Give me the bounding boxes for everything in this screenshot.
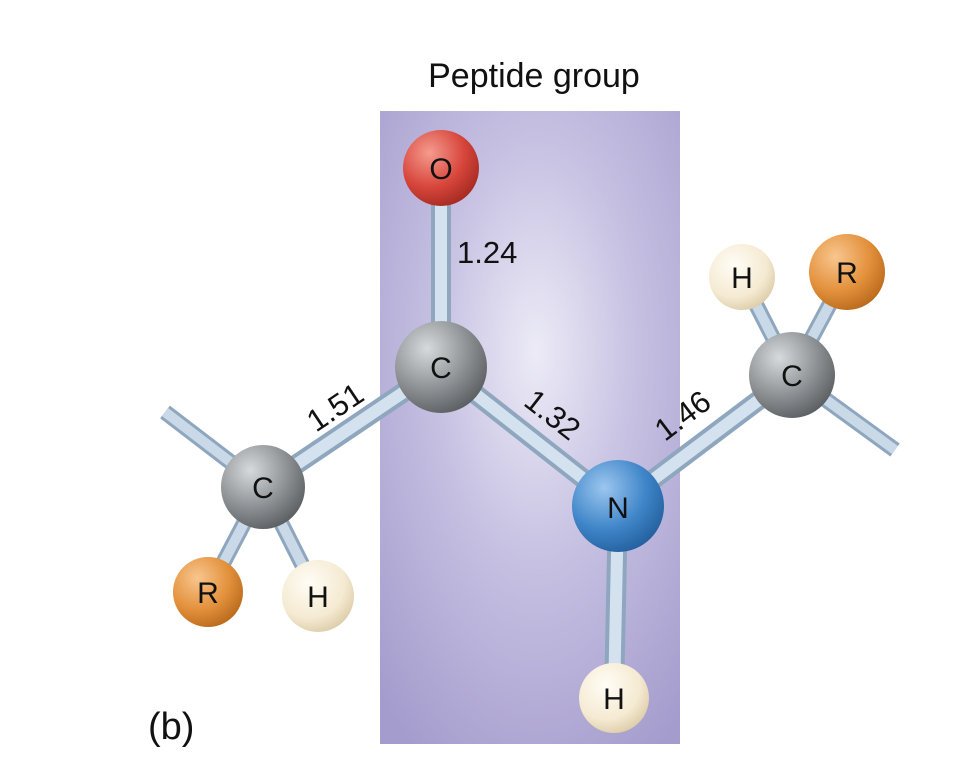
- atom-hydrogen-left: H: [282, 560, 354, 632]
- atom-carbonyl-carbon: C: [395, 321, 487, 413]
- atom-carbonyl-carbon-label: C: [430, 352, 452, 385]
- atom-left-alpha-carbon: C: [221, 445, 305, 529]
- panel-label: (b): [148, 706, 194, 748]
- atom-nitrogen: N: [572, 460, 664, 552]
- atom-r-group-left: R: [173, 557, 243, 627]
- atom-hydrogen-left-label: H: [307, 581, 329, 614]
- atom-left-alpha-carbon-label: C: [252, 472, 274, 505]
- atom-oxygen: O: [403, 130, 479, 206]
- atom-right-alpha-carbon-label: C: [781, 360, 803, 393]
- atom-r-group-left-label: R: [197, 577, 219, 610]
- atom-r-group-right: R: [809, 234, 885, 310]
- bond-length-c-o: 1.24: [457, 235, 517, 270]
- atom-hydrogen-right: H: [709, 244, 775, 310]
- atoms: O C C C N R H H: [173, 130, 885, 733]
- atom-hydrogen-right-label: H: [731, 262, 753, 295]
- atom-r-group-right-label: R: [836, 257, 858, 290]
- atom-right-alpha-carbon: C: [749, 332, 835, 418]
- atom-oxygen-label: O: [429, 153, 452, 186]
- diagram-title: Peptide group: [428, 57, 640, 95]
- atom-hydrogen-n: H: [579, 663, 649, 733]
- atom-hydrogen-n-label: H: [603, 683, 625, 716]
- atom-nitrogen-label: N: [607, 492, 629, 525]
